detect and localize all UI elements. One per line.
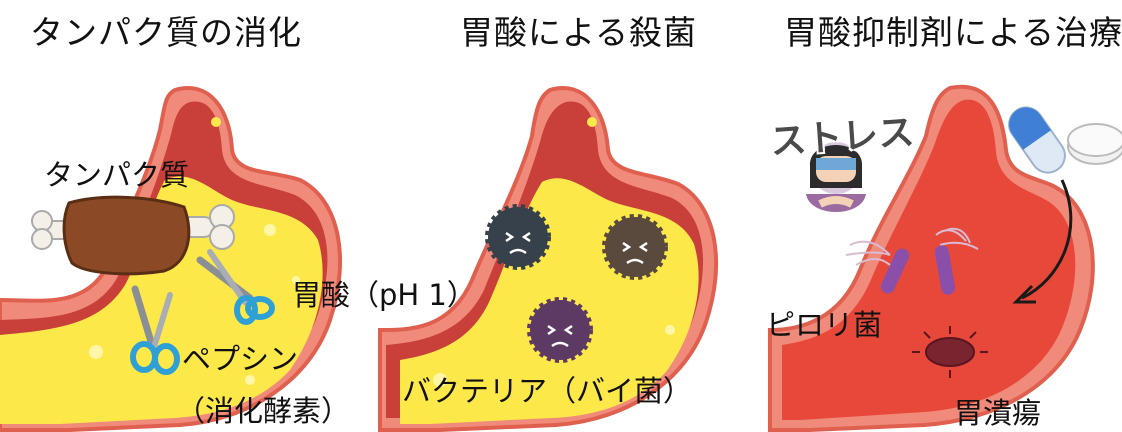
- bacteria-icon: [595, 205, 675, 285]
- label-pepsin: ペプシン: [182, 336, 298, 378]
- label-bacteria: バクテリア（バイ菌）: [402, 368, 692, 410]
- bacteria-icon: [520, 288, 600, 368]
- label-protein: タンパク質: [44, 152, 189, 194]
- label-ulcer: 胃潰瘍: [954, 390, 1041, 432]
- scissors-icon: [190, 250, 280, 320]
- capsule-icon: [1002, 100, 1072, 180]
- label-digestive-enzyme: （消化酵素）: [176, 388, 350, 430]
- panel-treatment: 胃酸抑制剤による治療 ストレス: [740, 0, 1122, 430]
- label-stress: ストレス: [768, 103, 915, 165]
- panel-sterilization: 胃酸による殺菌 バクテリア（バイ菌）: [380, 0, 740, 430]
- tablet-icon: [1064, 118, 1122, 168]
- bacteria-icon: [478, 195, 558, 275]
- label-pylori: ピロリ菌: [766, 302, 882, 344]
- panel-protein-digestion: タンパク質の消化 タンパク質 胃酸（pH 1） ペプシン: [0, 0, 380, 430]
- scissors-icon: [120, 285, 190, 375]
